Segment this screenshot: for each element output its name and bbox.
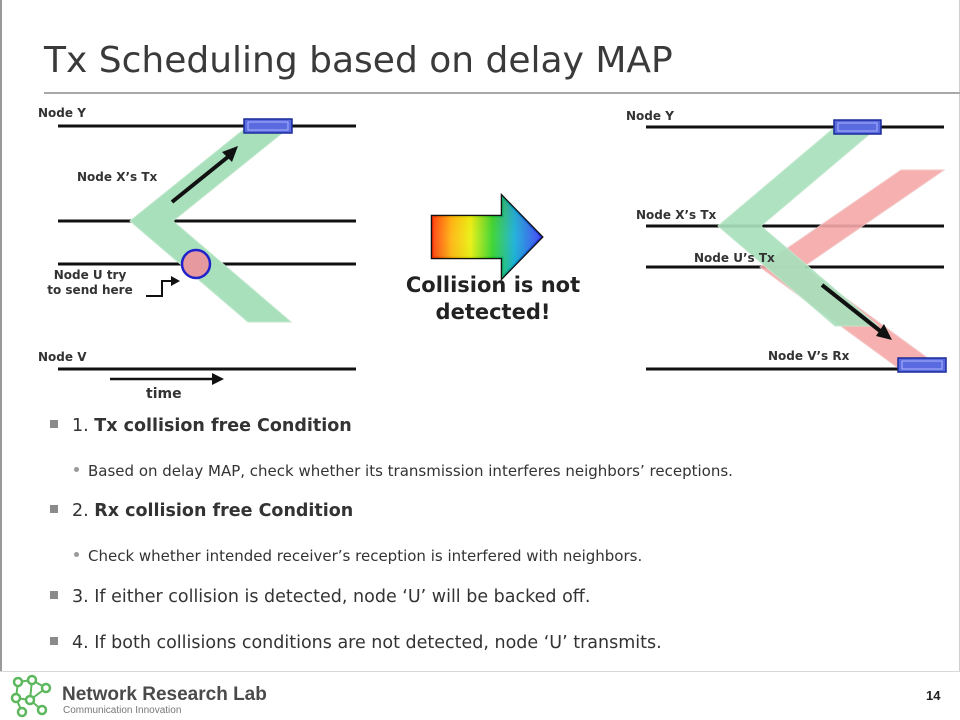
try-pointer [146,280,176,297]
sub-bullet-1: Based on delay MAP, check whether its tr… [74,462,733,480]
left-diagram [58,118,356,385]
sub-bullet-2-text: Check whether intended receiver’s recept… [88,547,643,565]
page-number: 14 [926,688,941,703]
scheduling-diagrams [58,118,947,385]
right-node-v-rx-label: Node V’s Rx [768,349,850,363]
collision-line2: detected! [435,300,551,324]
propagation-arrow-right [820,283,886,336]
network-logo-icon [10,674,52,718]
bullet-square-icon [50,505,58,513]
bullet-square-icon [50,420,58,428]
packet-left [243,118,293,134]
slide-left-border [0,0,2,672]
time-label: time [146,386,182,402]
sub-bullet-2: Check whether intended receiver’s recept… [74,547,642,565]
bullet-3: 3. If either collision is detected, node… [50,587,590,607]
sub-bullet-1-text: Based on delay MAP, check whether its tr… [88,462,733,480]
page-title: Tx Scheduling based on delay MAP [44,40,673,81]
right-node-y-label: Node Y [626,109,674,123]
collision-caption: Collision is not detected! [388,272,598,326]
left-node-y-label: Node Y [38,106,86,120]
propagation-arrow-left [170,150,236,204]
bullet-square-icon [50,591,58,599]
node-x-tx-band-left [129,125,293,323]
title-divider [44,92,960,94]
bullet-1: 1. Tx collision free Condition [50,416,352,436]
bullet-2-bold: Rx collision free Condition [94,501,354,521]
collision-line1: Collision is not [405,273,581,297]
footer-divider [0,671,960,672]
bullet-square-icon [50,637,58,645]
lab-subtitle: Communication Innovation [63,705,182,716]
left-node-x-tx-label: Node X’s Tx [77,170,158,184]
bullet-2: 2. Rx collision free Condition [50,501,353,521]
bullet-3-text: 3. If either collision is detected, node… [72,587,591,607]
right-diagram [646,119,947,373]
node-u-try-line2: to send here [47,283,133,297]
left-node-u-try-label: Node U try to send here [38,268,142,298]
collision-point-circle [180,248,212,280]
right-node-x-tx-label: Node X’s Tx [636,208,717,222]
bullet-dot-icon [74,552,79,557]
packet-right-v [897,357,947,373]
bullet-4-text: 4. If both collisions conditions are not… [72,633,662,653]
packet-right-y [833,119,882,135]
transition-arrow [430,192,544,282]
bullet-1-bold: Tx collision free Condition [94,416,352,436]
bullet-dot-icon [74,467,79,472]
bullet-4: 4. If both collisions conditions are not… [50,633,662,653]
bullet-1-prefix: 1. [72,416,95,436]
lab-name: Network Research Lab [62,684,267,705]
node-u-try-line1: Node U try [53,268,127,282]
left-node-v-label: Node V [38,350,87,364]
bullet-2-prefix: 2. [72,501,95,521]
right-node-u-tx-label: Node U’s Tx [694,251,775,265]
